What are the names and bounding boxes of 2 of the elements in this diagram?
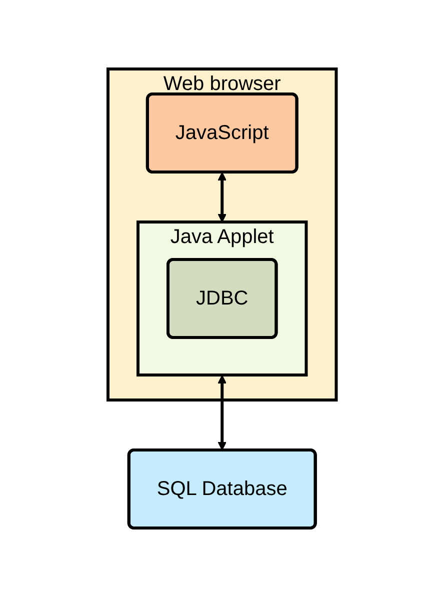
arrow: [218, 172, 226, 222]
arrow: [218, 375, 226, 450]
